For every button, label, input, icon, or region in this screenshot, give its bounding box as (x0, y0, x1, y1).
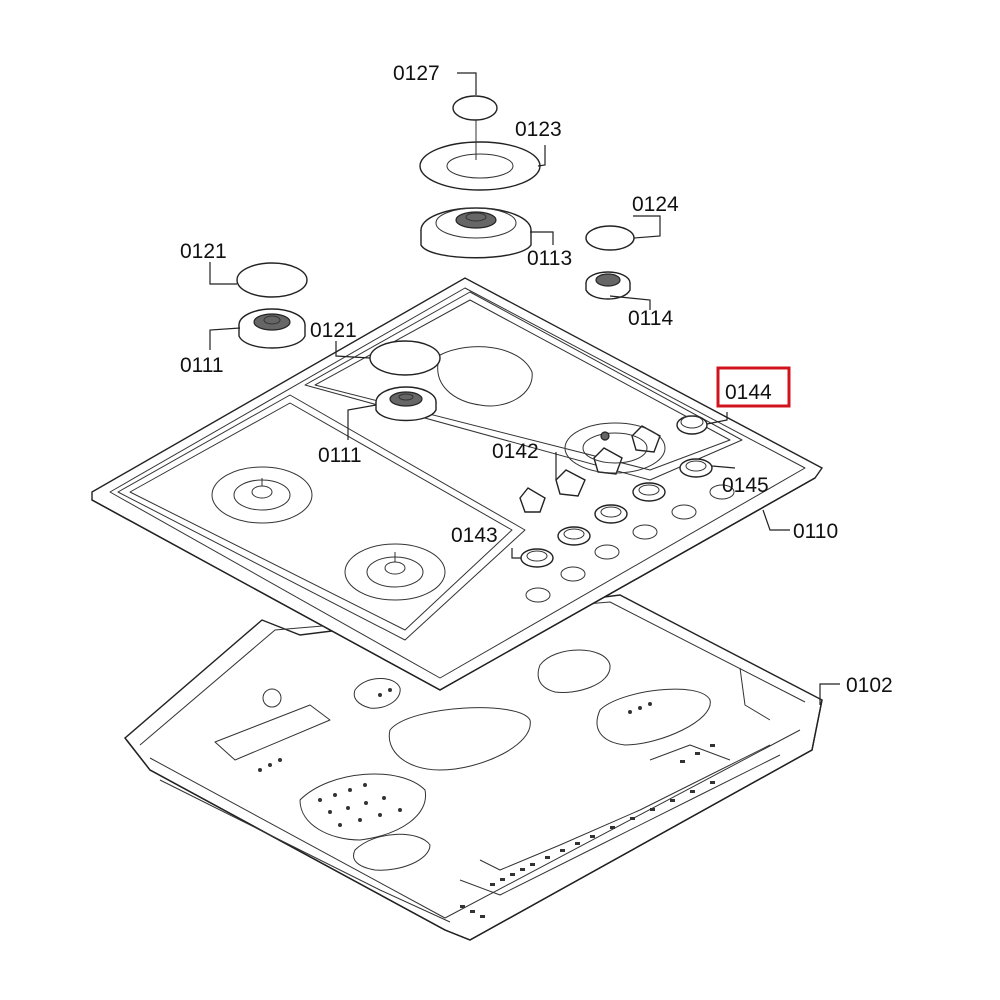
burner-cap-0121-left (236, 262, 308, 298)
label-0114: 0114 (628, 307, 673, 330)
label-0123: 0123 (515, 118, 562, 141)
label-0111-middle: 0111 (318, 444, 362, 467)
leader-lines (209, 72, 840, 705)
highlight-box (716, 366, 791, 408)
label-0121-top: 0121 (180, 240, 227, 263)
semi-rapid-burner-0111-middle (375, 386, 437, 422)
auxiliary-burner-0114 (585, 271, 631, 300)
burner-cap-0121-middle (369, 340, 441, 376)
part-labels: 0127 0123 0124 0113 0114 0121 0121 0111 … (180, 62, 893, 697)
label-0121-middle: 0121 (310, 319, 357, 342)
label-0143: 0143 (451, 524, 498, 547)
label-0145: 0145 (722, 474, 769, 497)
label-0113: 0113 (527, 247, 572, 270)
burner-cap-0127 (452, 95, 498, 160)
label-0144: 0144 (725, 381, 772, 404)
wok-burner-0113 (420, 207, 532, 259)
label-0102: 0102 (846, 674, 893, 697)
label-0127: 0127 (393, 62, 440, 85)
label-0124: 0124 (632, 193, 679, 216)
semi-rapid-burner-0111-left (238, 308, 306, 349)
bottom-tray-0102 (124, 594, 823, 941)
label-0110: 0110 (793, 520, 838, 543)
burner-cap-0124 (585, 225, 635, 251)
hob-top-0110 (91, 277, 824, 691)
label-0111-left: 0111 (180, 354, 224, 377)
label-0142: 0142 (492, 440, 539, 463)
burner-ring-0123 (419, 141, 541, 191)
